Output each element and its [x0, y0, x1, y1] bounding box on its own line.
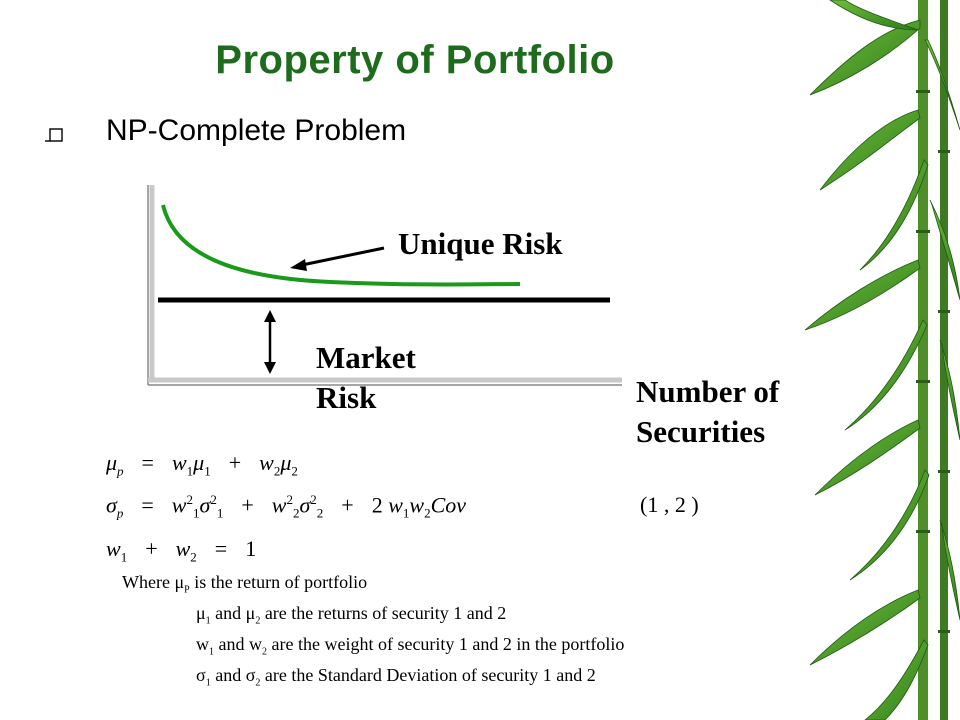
- where-line-1: Where μP is the return of portfolio: [122, 572, 368, 596]
- market-risk-arrow: [264, 310, 276, 374]
- where-line-2: μ1 and μ2 are the returns of security 1 …: [196, 603, 507, 627]
- bamboo-decoration-image: [790, 0, 960, 720]
- x-axis-label: Number of Securities: [636, 374, 780, 449]
- bullet-text: NP-Complete Problem: [106, 114, 407, 147]
- bullet-icon: [45, 128, 63, 142]
- unique-risk-arrow: [290, 246, 385, 271]
- market-risk-label: Market Risk: [316, 340, 416, 415]
- equation-portfolio-return: μp=w1μ1+w2μ2: [106, 450, 298, 479]
- where-line-3: w1 and w2 are the weight of security 1 a…: [196, 634, 625, 658]
- where-line-4: σ1 and σ2 are the Standard Deviation of …: [196, 665, 596, 689]
- equation-cov-args: (1 , 2 ): [640, 492, 699, 517]
- unique-risk-label: Unique Risk: [398, 226, 563, 261]
- slide-title: Property of Portfolio: [215, 38, 615, 82]
- equation-weights-sum: w1+w2=1: [106, 536, 257, 565]
- equation-portfolio-variance: σp=w21σ21+w22σ22+2 w1w2Cov: [106, 492, 467, 521]
